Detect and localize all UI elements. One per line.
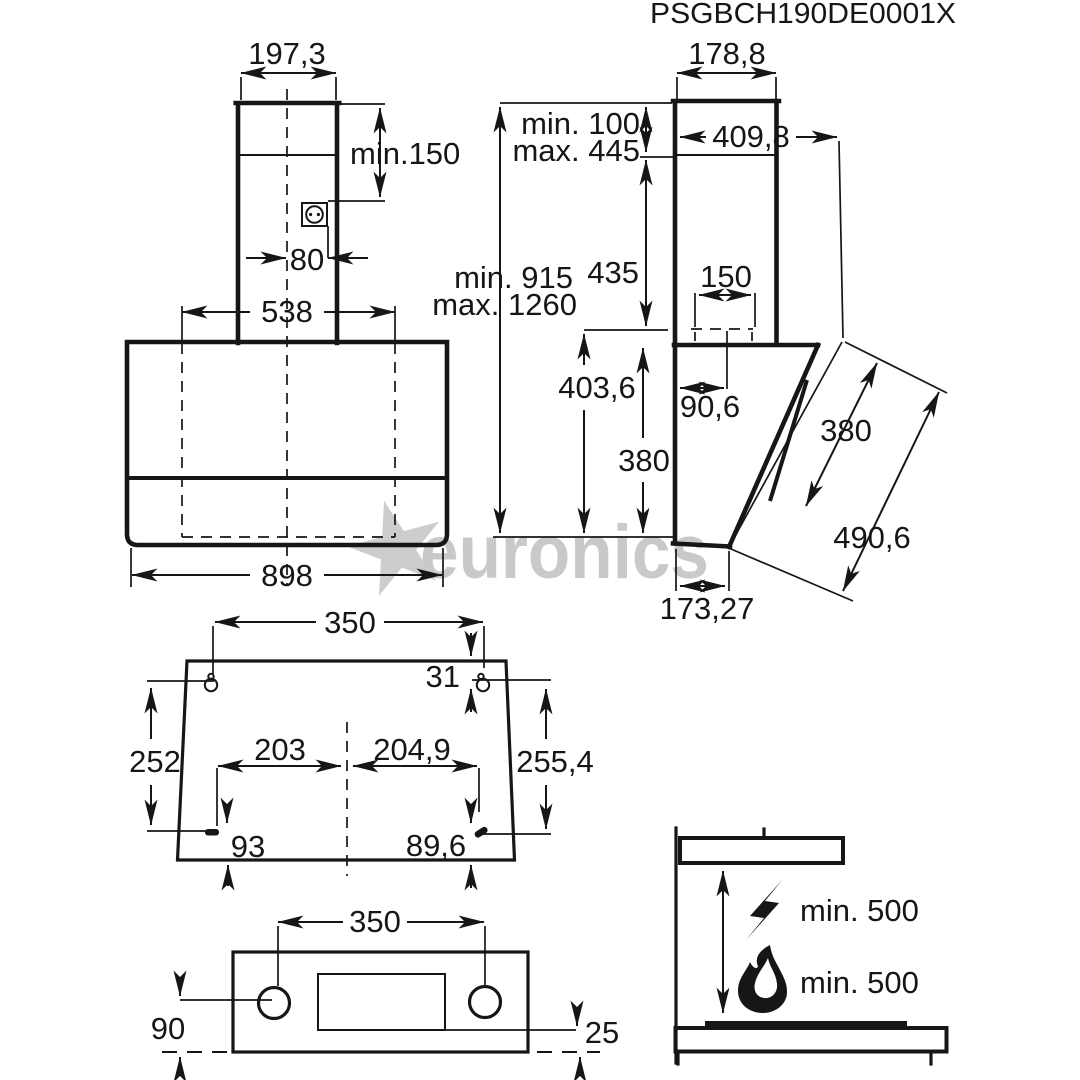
dim-4906-label: 490,6 [833, 520, 911, 555]
dim-90-label: 90 [151, 1011, 185, 1046]
dim-2049-label: 204,9 [373, 732, 451, 767]
dim-380glass-label: 380 [820, 413, 872, 448]
watermark-text: euronics [420, 510, 709, 595]
front-duct-zone-dashed [181, 343, 396, 538]
dim-depth-ext [676, 77, 777, 99]
dim-203-label: 203 [254, 732, 306, 767]
dim-b350-legs [277, 926, 486, 986]
dim-93-label: 93 [231, 829, 265, 864]
dim-538-ext [181, 306, 396, 340]
side-body-outline [670, 341, 822, 551]
dim-252-label: 252 [129, 744, 181, 779]
dim-31-label: 31 [426, 659, 460, 694]
dim-min150-ext [328, 103, 385, 202]
dim-380glass-line [805, 362, 878, 507]
dim-total-height-max-label: max. 1260 [432, 287, 577, 322]
dim-898-ext [130, 548, 444, 587]
dim-150-label: 150 [700, 259, 752, 294]
dim-total-height-min-label: min. 915 [454, 260, 573, 295]
dim-409-ext [838, 140, 844, 339]
dim-2554-label: 255,4 [516, 744, 594, 779]
clearance-view: min. 500 min. 500 [673, 826, 949, 1066]
dim-4906-line [842, 391, 940, 592]
flame-icon [738, 945, 787, 1013]
dim-t350-ext [212, 626, 485, 674]
lightning-bolt-icon [746, 879, 783, 940]
bracket-outline [231, 950, 530, 1054]
dim-252-ext [147, 680, 216, 832]
bracket-hole-left [256, 985, 292, 1021]
dim-906-label: 90,6 [680, 389, 740, 424]
keyhole-slot-left [203, 672, 219, 693]
power-socket-icon [301, 202, 329, 258]
dim-150-ext [694, 293, 756, 389]
dim-4036-label: 403,6 [558, 370, 636, 405]
dim-b350-label: 350 [349, 904, 401, 939]
dim-25-label: 25 [585, 1015, 619, 1050]
cooktop-surface [705, 1021, 907, 1028]
bracket-window [317, 973, 446, 1031]
hood-profile [678, 836, 845, 865]
side-view: 178,8 min. 100 max. 445 435 409,8 150 90… [512, 36, 948, 626]
counter-outline [673, 1026, 949, 1054]
front-view: 197,3 min.150 80 538 898 [124, 36, 460, 593]
dim-538-label: 538 [261, 294, 313, 329]
front-body-outline [124, 339, 450, 548]
dim-min150-label: min.150 [350, 136, 460, 171]
product-code: PSGBCH190DE0001X [650, 0, 956, 30]
dim-upper-min-label: min. 100 [521, 106, 640, 141]
front-chimney-outline [233, 100, 342, 346]
dim-depth-label: 178,8 [688, 36, 766, 71]
dim-upper-max-label: max. 445 [512, 133, 640, 168]
total-height-dimension: min. 915 max. 1260 [432, 102, 676, 538]
clearance-gas-label: min. 500 [800, 965, 919, 1000]
dim-4906-ext [730, 341, 948, 602]
dim-socket-offset-label: 80 [290, 242, 324, 277]
template-view: 350 31 252 203 204,9 255,4 93 89,6 [129, 605, 594, 891]
dim-898-label: 898 [261, 558, 313, 593]
clearance-electric-label: min. 500 [800, 893, 919, 928]
dim-center-legs [216, 768, 480, 826]
watermark: euronics [337, 491, 709, 605]
dim-17327-label: 173,27 [660, 591, 755, 626]
dim-t350-label: 350 [324, 605, 376, 640]
lower-slot-right [474, 826, 488, 838]
dim-chimney-width-ext [240, 77, 337, 100]
lower-slot-left [205, 829, 219, 836]
side-glass-panel-line [768, 379, 809, 502]
dim-380rear-label: 380 [618, 443, 670, 478]
keyhole-slot-right [475, 672, 491, 693]
counter-legs [676, 1050, 933, 1066]
dim-chimney-width-label: 197,3 [248, 36, 326, 71]
dim-435-label: 435 [587, 255, 639, 290]
dim-17327-ext [675, 549, 730, 591]
side-chimney-outline [670, 98, 782, 346]
dim-896-label: 89,6 [406, 828, 466, 863]
dim-2554-ext [472, 679, 551, 835]
bracket-view: 350 90 25 [151, 904, 619, 1080]
dim-409-label: 409,8 [712, 119, 790, 154]
bracket-hole-right [467, 984, 503, 1020]
template-outline [175, 659, 517, 862]
